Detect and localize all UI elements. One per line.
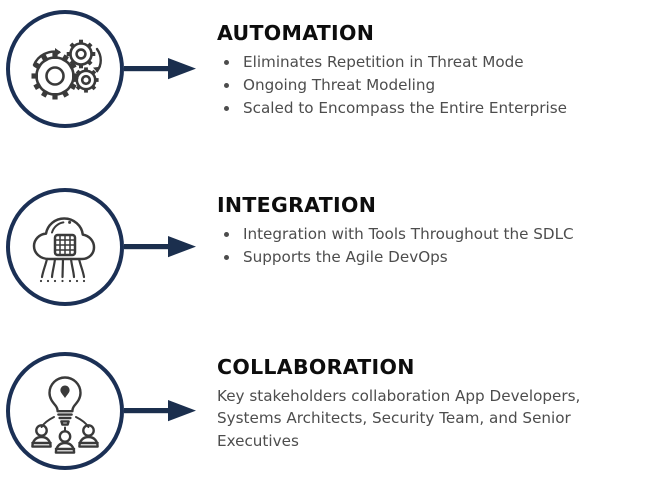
bullet-dot-icon [224, 105, 229, 111]
section-description: Key stakeholders collaboration App Devel… [217, 386, 581, 450]
list-item-label: Eliminates Repetition in Threat Mode [243, 52, 524, 71]
list-item: Ongoing Threat Modeling [217, 74, 649, 97]
bullet-list: Eliminates Repetition in Threat Mode Ong… [217, 51, 649, 120]
list-item-label: Ongoing Threat Modeling [243, 75, 436, 94]
section-automation: AUTOMATION Eliminates Repetition in Thre… [0, 0, 654, 160]
list-item: Scaled to Encompass the Entire Enterpris… [217, 97, 649, 120]
bullet-dot-icon [224, 82, 229, 88]
section-content: AUTOMATION Eliminates Repetition in Thre… [217, 22, 649, 120]
section-collaboration: COLLABORATION Key stakeholders collabora… [0, 342, 654, 479]
arrow-right-icon [124, 232, 198, 262]
page-title: INTEGRATION [217, 193, 377, 217]
page-title: COLLABORATION [217, 355, 415, 379]
section-integration: INTEGRATION Integration with Tools Throu… [0, 178, 654, 308]
list-item-label: Scaled to Encompass the Entire Enterpris… [243, 98, 568, 117]
page-title: AUTOMATION [217, 21, 375, 45]
section-content: INTEGRATION Integration with Tools Throu… [217, 194, 649, 269]
section-content: COLLABORATION Key stakeholders collabora… [217, 356, 649, 452]
bullet-dot-icon [224, 254, 229, 260]
list-item: Eliminates Repetition in Threat Mode [217, 51, 649, 74]
list-item: Integration with Tools Throughout the SD… [217, 223, 649, 246]
bullet-dot-icon [224, 59, 229, 65]
bullet-list: Integration with Tools Throughout the SD… [217, 223, 649, 269]
list-item-label: Supports the Agile DevOps [243, 247, 448, 266]
list-item: Supports the Agile DevOps [217, 246, 649, 269]
cloud-chip-integration-icon [5, 187, 125, 307]
bullet-dot-icon [224, 231, 229, 237]
arrow-right-icon [124, 54, 198, 84]
arrow-right-icon [124, 396, 198, 426]
list-item-label: Integration with Tools Throughout the SD… [243, 224, 574, 243]
gears-automation-icon [5, 9, 125, 129]
lightbulb-people-collaboration-icon [5, 351, 125, 471]
